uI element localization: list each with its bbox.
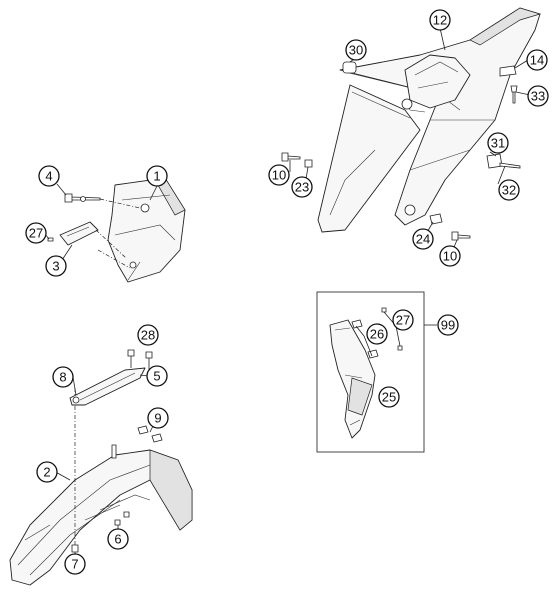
nut-23: [304, 159, 313, 168]
rubber-grommet-30: [342, 61, 357, 74]
callout-4-label: 4: [45, 169, 52, 184]
callout-30-label: 30: [349, 43, 363, 58]
callout-12: 12: [429, 9, 451, 31]
callout-1-label: 1: [153, 169, 160, 184]
screws-28: [127, 349, 153, 359]
callout-5-label: 5: [153, 369, 160, 384]
callout-28-label: 28: [141, 328, 155, 343]
callout-23: 23: [291, 176, 313, 198]
callout-27-left-label: 27: [29, 226, 43, 241]
callout-6-label: 6: [114, 532, 121, 547]
callout-31-label: 31: [491, 136, 505, 151]
callout-5: 5: [146, 365, 168, 387]
bracket-5-assembly: [69, 349, 153, 406]
callout-99-label: 99: [441, 318, 455, 333]
callout-7-label: 7: [71, 557, 78, 572]
bolt-7: [71, 544, 79, 553]
nut-24: [429, 213, 443, 225]
headlight-mask-assembly: [47, 177, 186, 283]
callout-32: 32: [498, 179, 520, 201]
callout-99: 99: [437, 314, 459, 336]
callout-27-right-label: 27: [396, 313, 410, 328]
rear-fender-assembly: [317, 7, 542, 233]
screws-6: [114, 511, 130, 526]
callout-33: 33: [527, 85, 549, 107]
kit-99-box: [316, 291, 437, 453]
front-fender-assembly: [9, 388, 193, 586]
callout-10-lower: 10: [439, 245, 461, 267]
callout-25: 25: [378, 386, 400, 408]
callout-14-label: 14: [530, 53, 544, 68]
bolt-10-bottom: [451, 231, 471, 241]
callout-2-label: 2: [43, 465, 50, 480]
rubber-grommet-14: [499, 65, 517, 77]
callout-30: 30: [345, 39, 367, 61]
callout-9: 9: [147, 407, 169, 429]
cap-9b: [151, 433, 163, 443]
callout-26-label: 26: [370, 327, 384, 342]
callout-14: 14: [526, 49, 548, 71]
callout-24: 24: [412, 228, 434, 250]
callout-7: 7: [64, 553, 86, 575]
bracket-3: [59, 221, 99, 246]
callout-28: 28: [137, 324, 159, 346]
callout-24-label: 24: [416, 232, 430, 247]
callout-6: 6: [107, 528, 129, 550]
callout-27-right: 27: [392, 309, 414, 331]
callout-25-label: 25: [382, 390, 396, 405]
callout-32-label: 32: [502, 183, 516, 198]
callout-2: 2: [36, 461, 58, 483]
callout-4: 4: [38, 165, 60, 187]
callout-26: 26: [366, 323, 388, 345]
callout-3: 3: [45, 255, 67, 277]
callout-12-label: 12: [433, 13, 447, 28]
callout-33-label: 33: [531, 89, 545, 104]
cap-9a: [137, 425, 149, 435]
callout-10-upper: 10: [268, 164, 290, 186]
callout-8: 8: [52, 366, 74, 388]
callout-27-left: 27: [25, 222, 47, 244]
callout-10-upper-label: 10: [272, 168, 286, 183]
callout-9-label: 9: [154, 411, 161, 426]
callout-23-label: 23: [295, 180, 309, 195]
callout-31: 31: [487, 132, 509, 154]
callout-1: 1: [146, 165, 168, 187]
callout-10-lower-label: 10: [443, 249, 457, 264]
callout-3-label: 3: [52, 259, 59, 274]
bolt-10-top: [281, 152, 301, 162]
callout-8-label: 8: [59, 370, 66, 385]
rear-hardware: [281, 61, 521, 241]
